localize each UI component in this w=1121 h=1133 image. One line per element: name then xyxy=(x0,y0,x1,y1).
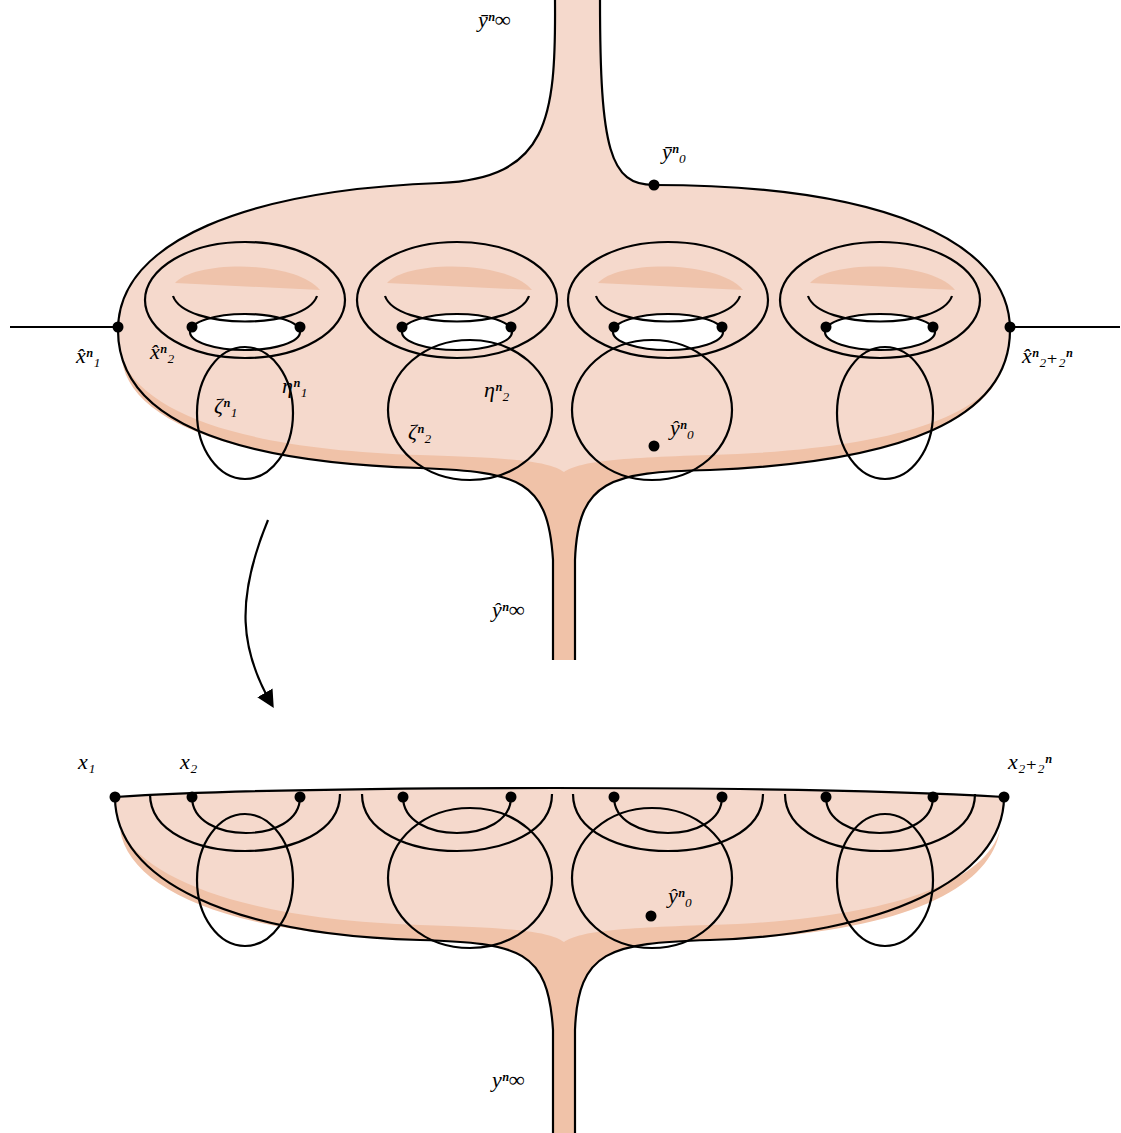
point-label: x₂₊₂ⁿ xyxy=(1008,750,1052,774)
point-label: yⁿ∞ xyxy=(492,1068,524,1092)
point-label: ȳⁿ∞ xyxy=(478,8,510,32)
point-label: ŷⁿ∞ xyxy=(492,598,524,622)
point-label: x̂ⁿ₂ xyxy=(150,340,174,364)
point-label: ȳⁿ₀ xyxy=(662,140,686,164)
point-label: ŷⁿ₀ xyxy=(670,416,694,440)
point-label: x̂ⁿ₂₊₂ⁿ xyxy=(1022,344,1073,368)
point-label: x₂ xyxy=(180,750,197,774)
point-label: ζⁿ₂ xyxy=(408,420,431,444)
point-label: x̂ⁿ₁ xyxy=(76,344,100,368)
point-label: x₁ xyxy=(78,750,95,774)
point-label: ηⁿ₁ xyxy=(282,374,308,398)
point-label: ŷⁿ₀ xyxy=(668,884,692,908)
point-label: ηⁿ₂ xyxy=(484,378,510,402)
point-label: ζⁿ₁ xyxy=(214,394,237,418)
